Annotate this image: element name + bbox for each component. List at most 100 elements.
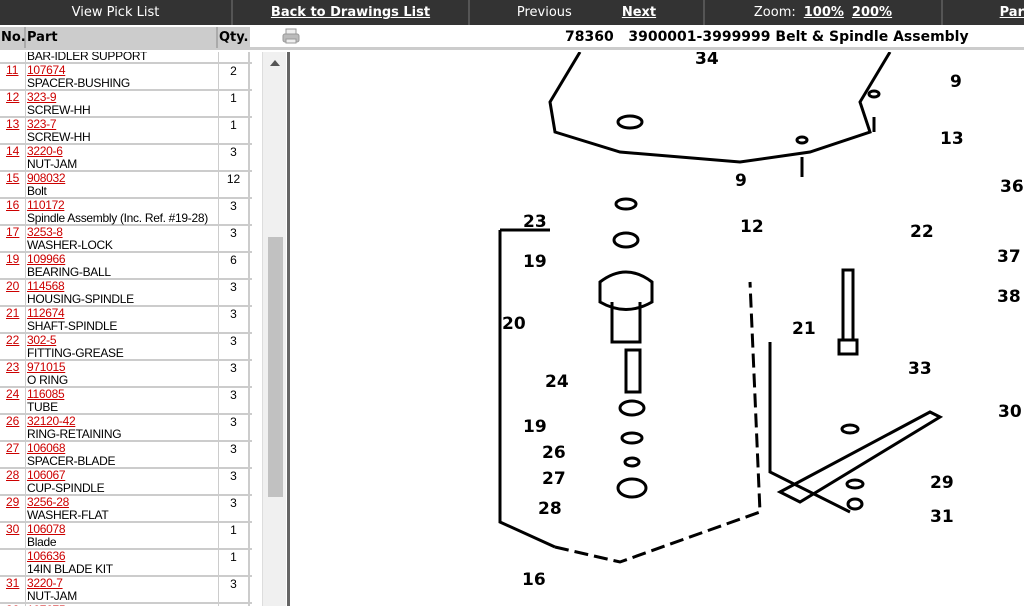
printer-icon[interactable]	[282, 28, 300, 44]
part-number-link[interactable]: 3253-8	[27, 225, 63, 239]
zoom-100-link[interactable]: 100%	[803, 5, 844, 20]
ref-no[interactable]: 20	[6, 279, 20, 293]
callout-label: 23	[523, 212, 547, 232]
part-number-link[interactable]: 971015	[27, 360, 66, 374]
part-number-link[interactable]: 3220-7	[27, 576, 63, 590]
callout-label: 37	[997, 247, 1021, 267]
quantity: 6	[219, 253, 250, 278]
ref-no[interactable]	[0, 550, 25, 575]
ref-no[interactable]: 27	[6, 441, 20, 455]
ref-no[interactable]: 16	[6, 198, 20, 212]
col-part: Part	[26, 27, 218, 48]
ref-no[interactable]: 17	[6, 225, 20, 239]
part-number-link[interactable]: 3220-6	[27, 144, 63, 158]
callout-label: 34	[695, 52, 719, 69]
scrollbar[interactable]	[262, 52, 286, 606]
ref-no[interactable]: 11	[6, 63, 19, 77]
scroll-thumb[interactable]	[268, 237, 283, 497]
part-number-link[interactable]: 32120-42	[27, 414, 76, 428]
view-pick-list-label[interactable]: View Pick List	[71, 5, 160, 20]
next-link[interactable]: Next	[621, 5, 657, 20]
ref-no[interactable]: 29	[6, 495, 20, 509]
part-number-link[interactable]: 106067	[27, 468, 66, 482]
part-number-link[interactable]: 106636	[27, 549, 66, 563]
part-description: SHAFT-SPINDLE	[27, 318, 118, 333]
part-number-link[interactable]: 110172	[27, 198, 65, 212]
quantity: 3	[219, 307, 250, 332]
part-number-link[interactable]: 109966	[27, 252, 66, 266]
callout-label: 13	[940, 129, 964, 149]
part-number-link[interactable]: 106078	[27, 522, 66, 536]
part-number-link[interactable]: 3256-28	[27, 495, 69, 509]
part-description: HOUSING-SPINDLE	[27, 291, 134, 306]
zoom-200-link[interactable]: 200%	[851, 5, 893, 20]
ref-no[interactable]: 31	[6, 576, 20, 590]
callout-label: 36	[1000, 177, 1024, 197]
part-number-link[interactable]: 106068	[27, 441, 66, 455]
column-headers: No. Part Qty.	[0, 27, 250, 48]
part-number-link[interactable]: 116085	[27, 387, 65, 401]
scroll-up-icon[interactable]	[270, 60, 280, 66]
ref-no[interactable]: 13	[6, 117, 20, 131]
ref-no[interactable]: 24	[6, 387, 20, 401]
part-description: CUP-SPINDLE	[27, 480, 105, 495]
quantity: 12	[219, 172, 250, 197]
callout-label: 9	[950, 72, 962, 92]
ref-no[interactable]: 19	[6, 252, 20, 266]
part-number-link[interactable]: 107674	[27, 63, 66, 77]
part-number-link[interactable]: 107675	[27, 604, 218, 606]
part-description: 14IN BLADE KIT	[27, 561, 113, 576]
callout-label: 21	[792, 319, 816, 339]
ref-no[interactable]: 32	[0, 604, 25, 606]
part-description: TUBE	[27, 399, 58, 414]
parts-link[interactable]: Par	[999, 5, 1024, 20]
part-description: WASHER-LOCK	[27, 237, 113, 252]
part-description: NUT-JAM	[27, 156, 77, 171]
part-description: SPACER-BLADE	[27, 453, 116, 468]
top-nav: View Pick List Back to Drawings List Pre…	[0, 0, 1024, 25]
ref-no[interactable]: 22	[6, 333, 20, 347]
part-number-link[interactable]: 323-7	[27, 117, 57, 131]
ref-no[interactable]: 26	[6, 414, 20, 428]
quantity: 2	[219, 604, 250, 606]
back-to-drawings-link[interactable]: Back to Drawings List	[270, 5, 431, 20]
callout-label: 27	[542, 469, 566, 489]
quantity: 1	[219, 523, 250, 548]
part-description: BAR-IDLER SUPPORT	[25, 52, 219, 62]
ref-no[interactable]: 14	[6, 144, 20, 158]
header-row: No. Part Qty. 78360 3900001-3999999 Belt…	[0, 25, 1024, 50]
part-number-link[interactable]: 908032	[27, 171, 66, 185]
ref-no[interactable]: 15	[6, 171, 20, 185]
part-description: SPACER-BUSHING	[27, 75, 130, 90]
ref-no[interactable]: 12	[6, 90, 20, 104]
ref-no[interactable]: 23	[6, 360, 20, 374]
quantity: 3	[219, 388, 250, 413]
quantity: 1	[219, 91, 250, 116]
ref-no[interactable]: 30	[6, 522, 20, 536]
pane-divider[interactable]	[287, 52, 290, 606]
callout-label: 22	[910, 222, 934, 242]
ref-no[interactable]: 28	[6, 468, 20, 482]
part-number-link[interactable]: 114568	[27, 279, 65, 293]
table-row: 321076752	[0, 604, 252, 606]
quantity: 2	[219, 64, 250, 89]
part-number-link[interactable]: 302-5	[27, 333, 57, 347]
part-number-link[interactable]: 112674	[27, 306, 65, 320]
view-pick-list-button[interactable]: View Pick List	[0, 0, 233, 25]
quantity: 3	[219, 577, 250, 602]
ref-no[interactable]: 21	[6, 306, 20, 320]
quantity: 3	[219, 226, 250, 251]
quantity: 3	[219, 469, 250, 494]
part-description: Spindle Assembly (Inc. Ref. #19-28)	[27, 210, 208, 225]
quantity: 3	[219, 334, 250, 359]
part-number-link[interactable]: 323-9	[27, 90, 57, 104]
callout-label: 16	[522, 570, 546, 590]
